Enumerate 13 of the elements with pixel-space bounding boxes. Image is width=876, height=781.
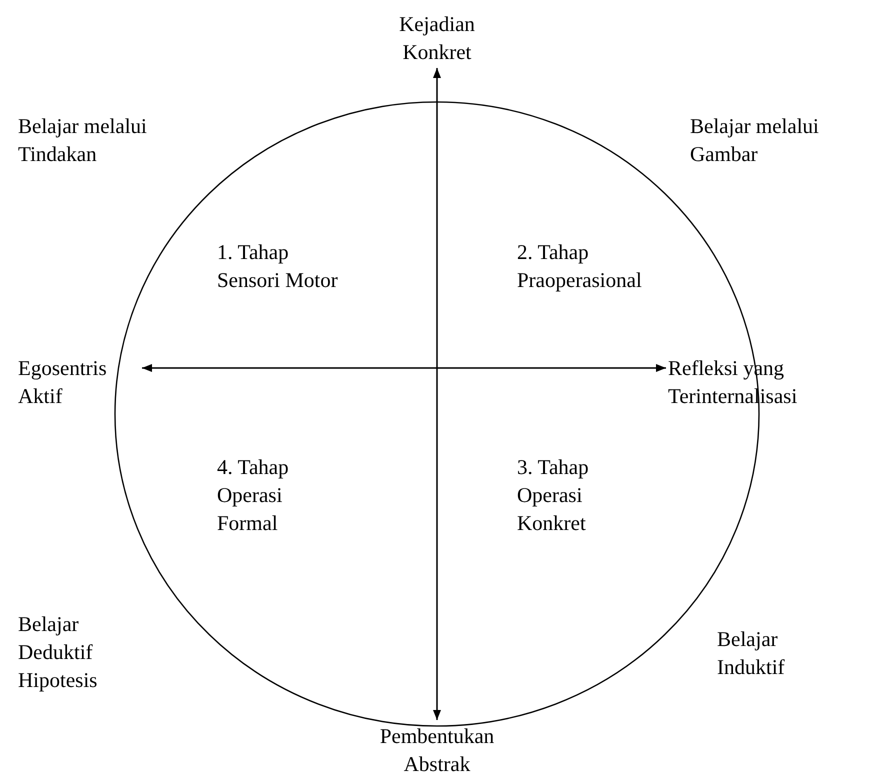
- learning-mode-text: Belajar melalui Gambar: [690, 113, 820, 168]
- stage-text: 2. Tahap Praoperasional: [517, 239, 643, 294]
- learning-mode-text: Belajar Induktif: [717, 626, 786, 681]
- learning-mode-text: Belajar melalui Tindakan: [18, 113, 148, 168]
- stage-text: 4. Tahap Operasi Formal: [217, 454, 290, 537]
- concept-text: Pembentukan Abstrak: [367, 722, 507, 778]
- concept-text: Kejadian Konkret: [382, 10, 492, 66]
- learning-mode-text: Belajar Deduktif Hipotesis: [18, 611, 98, 694]
- double-arrow: [433, 68, 441, 720]
- double-arrow: [142, 364, 666, 372]
- stage-text: 1. Tahap Sensori Motor: [217, 239, 339, 294]
- concept-text: Egosentris Aktif: [18, 354, 140, 410]
- stage-text: 3. Tahap Operasi Konkret: [517, 454, 590, 537]
